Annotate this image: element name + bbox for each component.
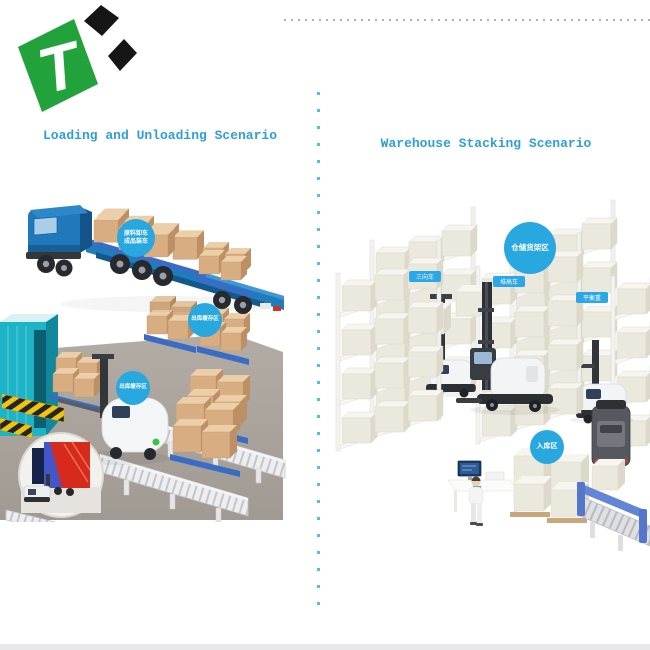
warehouse-stacking-illustration (330, 190, 650, 551)
badge-truck-line1: 原料卸车 (123, 230, 148, 237)
page-bottom-divider (0, 644, 650, 650)
pallet-boxes-on-conveyor (170, 368, 251, 477)
truck-window (33, 216, 58, 236)
operator-person (468, 476, 484, 526)
badge-outbound-buffer-lower: 出库缓存区 (116, 371, 150, 405)
badge-rack-area: 仓储货架区 (504, 222, 556, 274)
inbound-pallets (510, 447, 590, 523)
badge-outbound-upper-label: 出库缓存区 (191, 316, 219, 323)
roller-conveyor-small (5, 509, 57, 522)
reach-truck-agv-center (455, 282, 560, 415)
badge-truck-loading: 原料卸车 成品装车 (117, 219, 155, 257)
loading-unloading-illustration (0, 205, 286, 522)
hazard-ramp (0, 393, 65, 439)
agv-status-light (152, 438, 160, 446)
truck-cargo-boxes (93, 208, 252, 297)
truck-wheels (37, 254, 252, 314)
logo-green-square (18, 19, 98, 112)
right-scene-title: Warehouse Stacking Scenario (380, 136, 592, 151)
label-agv-right: 平衡重 (576, 292, 608, 303)
vertical-dotted-divider (317, 92, 320, 618)
pallet-boxes-under-truck (144, 295, 251, 365)
badge-outbound-buffer-upper: 出库缓存区 (188, 303, 222, 337)
pallet-truck-agv (591, 400, 631, 467)
badge-outbound-lower-label: 出库缓存区 (119, 384, 147, 391)
conveyor-portal-beam (577, 482, 647, 520)
label-agv-middle: 堆高车 (493, 276, 525, 287)
outfeed-conveyor (577, 458, 650, 551)
badge-inbound-area-label: 入库区 (536, 443, 558, 451)
truck-taillight (273, 306, 281, 311)
label-agv-left: 三向车 (409, 271, 441, 282)
horizontal-dotted-divider (284, 19, 650, 21)
logo-diamond-small (108, 39, 137, 71)
truck-license-plate (260, 303, 271, 309)
inset-detail-circle (18, 432, 104, 518)
workstation-desk (447, 460, 519, 512)
badge-truck-line2: 成品装车 (123, 239, 148, 245)
flatbed-truck (26, 205, 284, 314)
roller-conveyor-lower (99, 453, 249, 522)
company-logo: T (18, 5, 137, 112)
logo-diamond-large (84, 5, 119, 36)
badge-rack-area-label: 仓储货架区 (511, 242, 549, 252)
left-scene-title: Loading and Unloading Scenario (42, 128, 278, 143)
badge-inbound-area: 入库区 (530, 430, 564, 464)
